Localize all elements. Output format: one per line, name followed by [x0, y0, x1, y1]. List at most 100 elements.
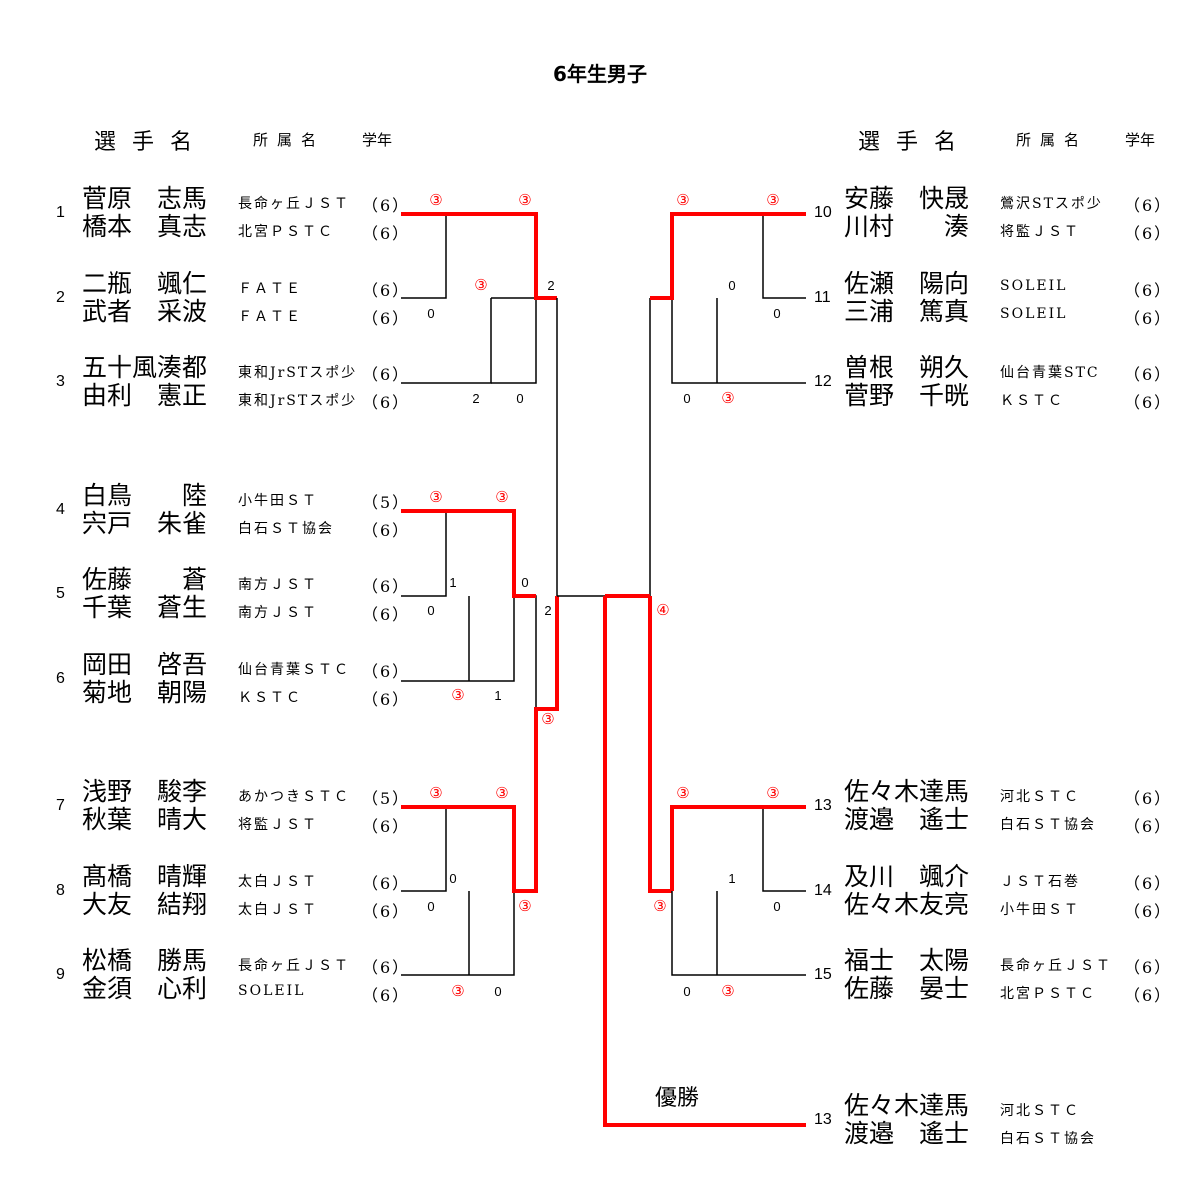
page-title: 6年生男子: [553, 62, 647, 86]
player-club: 南方ＪＳＴ: [238, 605, 318, 621]
winner-path: [650, 212, 806, 300]
player-grade: （6）: [362, 309, 411, 328]
seed-number: 15: [814, 966, 832, 983]
seed-number: 9: [56, 966, 65, 983]
player-club: 河北ＳＴＣ: [1000, 1103, 1080, 1119]
champion-label: 優勝: [655, 1086, 700, 1111]
player-row: 武者 采波 ＦＡＴＥ （6）: [56, 297, 416, 330]
draw-entry: 12 曽根 朔久 仙台青葉STC （6） 菅野 千晄 ＫＳＴＣ （6）: [814, 353, 1174, 415]
match-score: 2: [472, 391, 479, 406]
player-grade: （5）: [362, 493, 411, 512]
player-name: 岡田 啓吾: [82, 650, 208, 679]
player-grade: （6）: [1124, 309, 1173, 328]
match-score: ④: [656, 602, 669, 619]
match-score: ③: [766, 192, 779, 209]
player-club: SOLEIL: [1000, 306, 1068, 322]
player-name: 菊地 朝陽: [82, 678, 208, 707]
seed-number: 11: [814, 289, 831, 306]
player-grade: （6）: [362, 224, 411, 243]
player-name: 白鳥 陸: [82, 481, 208, 510]
seed-number: 14: [814, 882, 832, 899]
player-grade: （6）: [362, 281, 411, 300]
player-row: 千葉 蒼生 南方ＪＳＴ （6）: [56, 593, 416, 626]
header-club: 所属名: [253, 131, 326, 149]
match-score: 0: [683, 984, 690, 999]
player-name: 渡邉 遙士: [844, 1119, 970, 1148]
player-name: 福士 太陽: [844, 946, 970, 975]
match-score: 2: [544, 603, 551, 618]
match-score: 0: [683, 391, 690, 406]
player-row: 松橋 勝馬 長命ヶ丘ＪＳＴ （6）: [56, 946, 416, 979]
seed-number: 7: [56, 797, 65, 814]
player-club: ＫＳＴＣ: [1000, 393, 1064, 409]
draw-entry: 1 菅原 志馬 長命ヶ丘ＪＳＴ （6） 橋本 真志 北宮ＰＳＴＣ （6）: [56, 184, 416, 246]
draw-entry: 11 佐瀬 陽向 SOLEIL （6） 三浦 篤真 SOLEIL （6）: [814, 269, 1174, 331]
player-club: 白石ＳＴ協会: [1000, 1131, 1096, 1147]
player-club: 小牛田ＳＴ: [238, 493, 318, 509]
player-club: 北宮ＰＳＴＣ: [238, 224, 334, 240]
player-club: 長命ヶ丘ＪＳＴ: [238, 196, 350, 212]
winner-path: [670, 805, 806, 891]
player-row: 安藤 快晟 鶯沢STスポ少 （6）: [814, 184, 1174, 217]
player-name: 千葉 蒼生: [82, 593, 208, 622]
match-score: ③: [429, 785, 442, 802]
player-row: 福士 太陽 長命ヶ丘ＪＳＴ （6）: [814, 946, 1174, 979]
player-row: 髙橋 晴輝 太白ＪＳＴ （6）: [56, 862, 416, 895]
bracket-line: [401, 511, 447, 597]
match-score: 0: [773, 899, 780, 914]
player-club: 白石ＳＴ協会: [238, 521, 334, 537]
right-header: 選手名 所属名 学年: [0, 124, 1200, 155]
match-score: ③: [676, 192, 689, 209]
draw-entry: 15 福士 太陽 長命ヶ丘ＪＳＴ （6） 佐藤 晏士 北宮ＰＳＴＣ （6）: [814, 946, 1174, 1008]
player-row: 佐々木友亮 小牛田ＳＴ （6）: [814, 890, 1174, 923]
player-club: 長命ヶ丘ＪＳＴ: [1000, 958, 1112, 974]
match-score: 0: [516, 391, 523, 406]
winner-path: [401, 212, 557, 300]
player-name: 菅原 志馬: [82, 184, 208, 213]
player-row: 金須 心利 SOLEIL （6）: [56, 974, 416, 1007]
match-score: ③: [766, 785, 779, 802]
match-score: 0: [521, 575, 528, 590]
player-club: 鶯沢STスポ少: [1000, 196, 1103, 212]
player-club: 南方ＪＳＴ: [238, 577, 318, 593]
player-club: 将監ＪＳＴ: [238, 817, 318, 833]
player-club: 河北ＳＴＣ: [1000, 789, 1080, 805]
player-club: 長命ヶ丘ＪＳＴ: [238, 958, 350, 974]
header-player-name: 選手名: [94, 130, 209, 155]
player-name: 曽根 朔久: [844, 353, 970, 382]
match-score: ③: [541, 711, 554, 728]
player-grade: （6）: [362, 902, 411, 921]
player-club: 将監ＪＳＴ: [1000, 224, 1080, 240]
bracket-line: [491, 297, 537, 384]
match-score: ③: [429, 192, 442, 209]
bracket-line: [401, 807, 447, 892]
player-row: 岡田 啓吾 仙台青葉ＳＴＣ （6）: [56, 650, 416, 683]
seed-number: 4: [56, 501, 65, 518]
bracket-line: [671, 891, 806, 976]
player-name: 川村 湊: [844, 212, 970, 241]
player-club: SOLEIL: [238, 983, 306, 999]
winner-path: [401, 596, 559, 893]
champion-seed: 13: [814, 1111, 832, 1128]
player-grade: （6）: [362, 958, 411, 977]
player-grade: （6）: [362, 577, 411, 596]
draw-entry: 14 及川 颯介 ＪＳＴ石巻 （6） 佐々木友亮 小牛田ＳＴ （6）: [814, 862, 1174, 924]
player-club: ＪＳＴ石巻: [1000, 874, 1080, 890]
player-grade: （6）: [1124, 281, 1173, 300]
draw-entry: 3 五十風湊都 東和JrSTスポ少 （6） 由利 憲正 東和JrSTスポ少 （6…: [56, 353, 416, 415]
player-name: 金須 心利: [82, 974, 208, 1003]
bracket-line: [671, 298, 806, 384]
player-grade: （6）: [362, 986, 411, 1005]
seed-number: 5: [56, 585, 65, 602]
player-club: ＫＳＴＣ: [238, 690, 302, 706]
winner-path: [401, 509, 536, 598]
winner-path: [603, 596, 806, 1127]
player-name: 渡邉 遙士: [844, 805, 970, 834]
draw-entry: 6 岡田 啓吾 仙台青葉ＳＴＣ （6） 菊地 朝陽 ＫＳＴＣ （6）: [56, 650, 416, 712]
match-score: 0: [427, 603, 434, 618]
seed-number: 1: [56, 204, 65, 221]
champion-player-row: 渡邉 遙士 白石ＳＴ協会: [814, 1119, 1174, 1152]
player-grade: （6）: [362, 662, 411, 681]
champion-entry: 13 佐々木達馬 河北ＳＴＣ 渡邉 遙士 白石ＳＴ協会: [814, 1091, 1174, 1153]
player-name: 浅野 駿李: [82, 777, 208, 806]
